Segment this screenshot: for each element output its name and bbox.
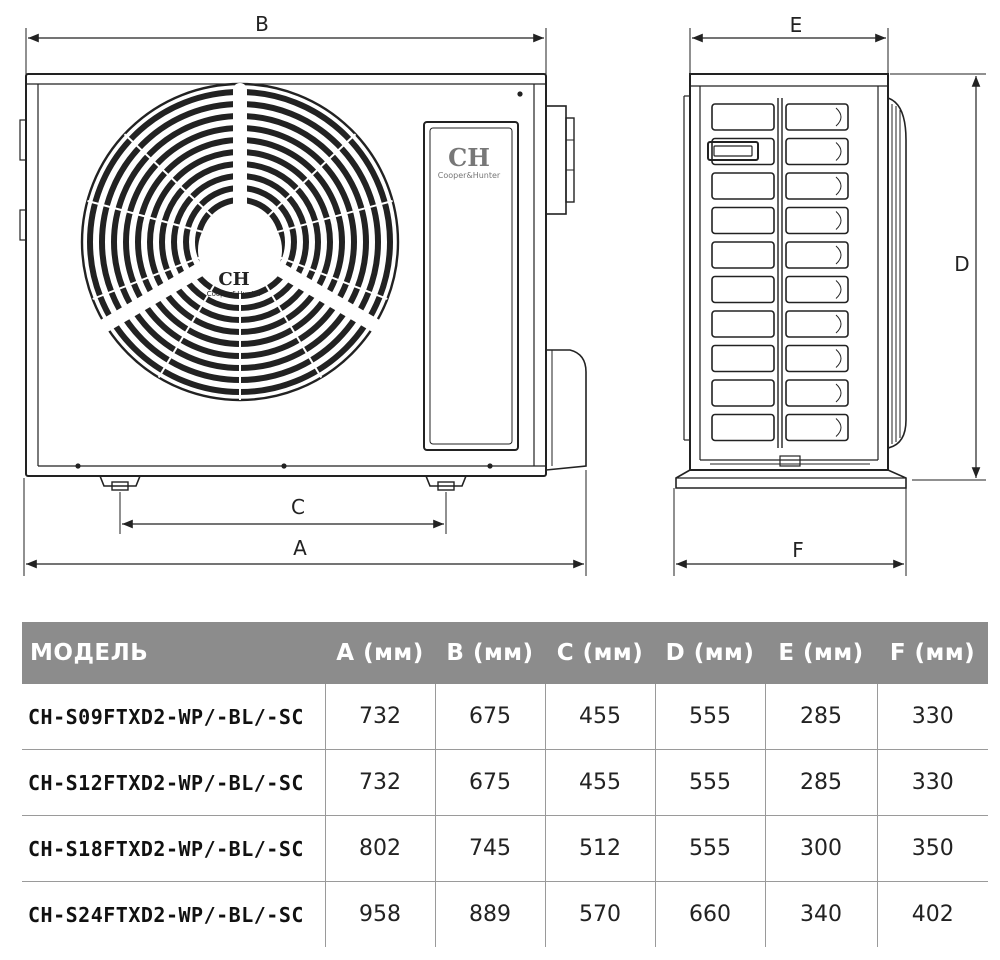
cell-b: 889: [434, 881, 545, 947]
louver-slot: [785, 206, 849, 235]
table-row: CH-S09FTXD2-WP/-BL/-SC 732 675 455 555 2…: [22, 684, 988, 750]
front-view: [19, 28, 587, 576]
unit-drawing: CH Cooper&Hunter CH Cooper&Hunter B C A: [19, 12, 986, 576]
column-header-c: C (мм): [545, 622, 655, 684]
louver-slot: [785, 172, 849, 200]
cell-f: 330: [876, 684, 988, 750]
louver-slot: [711, 103, 775, 131]
louver-curve: [835, 211, 842, 230]
column-header-f: F (мм): [877, 622, 988, 684]
side-louvers: [711, 103, 849, 442]
cell-d: 555: [654, 815, 765, 882]
cell-b: 675: [434, 684, 545, 750]
louver-slot: [785, 103, 849, 131]
hub-logo-mark: CH: [218, 269, 249, 290]
cell-a: 958: [324, 881, 435, 947]
louver-curve: [835, 280, 842, 299]
column-header-model: МОДЕЛЬ: [22, 622, 325, 684]
dimension-label-d: D: [954, 252, 969, 276]
louver-curve: [835, 349, 842, 368]
louver-curve: [835, 314, 842, 334]
louver-slot: [785, 241, 849, 269]
dimensions-table: МОДЕЛЬ A (мм) B (мм) C (мм) D (мм) E (мм…: [22, 622, 988, 947]
table-header-row: МОДЕЛЬ A (мм) B (мм) C (мм) D (мм) E (мм…: [22, 622, 988, 684]
cell-f: 350: [876, 815, 988, 882]
side-view: [673, 28, 986, 576]
louver-curve: [835, 245, 842, 265]
column-header-a: A (мм): [325, 622, 435, 684]
cell-a: 732: [324, 684, 435, 750]
cell-e: 285: [764, 684, 877, 750]
cell-model: CH-S18FTXD2-WP/-BL/-SC: [22, 815, 325, 882]
louver-slot: [785, 344, 849, 373]
dimension-label-b: B: [255, 12, 269, 36]
panel-logo-mark: CH: [448, 143, 490, 172]
cell-c: 512: [544, 815, 655, 882]
column-header-d: D (мм): [655, 622, 765, 684]
dimension-label-c: C: [291, 495, 305, 519]
cell-d: 555: [654, 749, 765, 816]
front-dimension-lines: [25, 33, 584, 569]
cell-c: 455: [544, 749, 655, 816]
louver-slot: [711, 413, 775, 442]
louver-curve: [835, 418, 842, 437]
cell-model: CH-S24FTXD2-WP/-BL/-SC: [28, 902, 304, 927]
side-dimension-lines: [676, 33, 981, 569]
cell-d: 555: [654, 684, 765, 750]
cell-model: CH-S09FTXD2-WP/-BL/-SC: [22, 684, 325, 750]
louver-slot: [711, 241, 775, 269]
louver-slot: [785, 137, 849, 166]
cell-c: 455: [544, 684, 655, 750]
cell-b: 675: [434, 749, 545, 816]
louver-slot: [785, 413, 849, 442]
louver-slot: [711, 275, 775, 304]
cell-c: 570: [544, 881, 655, 947]
table-row: CH-S24FTXD2-WP/-BL/-SC 958 889 570 660 3…: [22, 881, 988, 947]
louver-slot: [711, 172, 775, 200]
louver-slot: [711, 379, 775, 407]
cell-d: 660: [654, 881, 765, 947]
louver-curve: [835, 107, 842, 127]
dimension-label-a: A: [293, 536, 307, 560]
column-header-b: B (мм): [435, 622, 545, 684]
louver-curve: [835, 383, 842, 403]
louver-slot: [785, 275, 849, 304]
table-row: CH-S12FTXD2-WP/-BL/-SC 732 675 455 555 2…: [22, 749, 988, 816]
louver-slot: [711, 310, 775, 338]
cell-a: 732: [324, 749, 435, 816]
cell-a: 802: [324, 815, 435, 882]
cell-e: 300: [764, 815, 877, 882]
cell-model: CH-S12FTXD2-WP/-BL/-SC: [22, 749, 325, 816]
louver-slot: [711, 344, 775, 373]
dimension-label-e: E: [790, 13, 803, 37]
cell-f: 330: [876, 749, 988, 816]
panel-logo-brand: Cooper&Hunter: [438, 171, 501, 180]
louver-slot: [711, 137, 775, 166]
louver-slot: [785, 310, 849, 338]
column-header-e: E (мм): [765, 622, 877, 684]
dimension-label-f: F: [792, 538, 804, 562]
louver-slot: [785, 379, 849, 407]
cell-b: 745: [434, 815, 545, 882]
hub-logo-brand: Cooper&Hunter: [207, 290, 262, 298]
table-row: CH-S18FTXD2-WP/-BL/-SC 802 745 512 555 3…: [22, 815, 988, 882]
louver-slot: [711, 206, 775, 235]
cell-e: 340: [764, 881, 877, 947]
louver-curve: [835, 142, 842, 161]
cell-f: 402: [876, 881, 988, 947]
louver-curve: [835, 176, 842, 196]
cell-e: 285: [764, 749, 877, 816]
